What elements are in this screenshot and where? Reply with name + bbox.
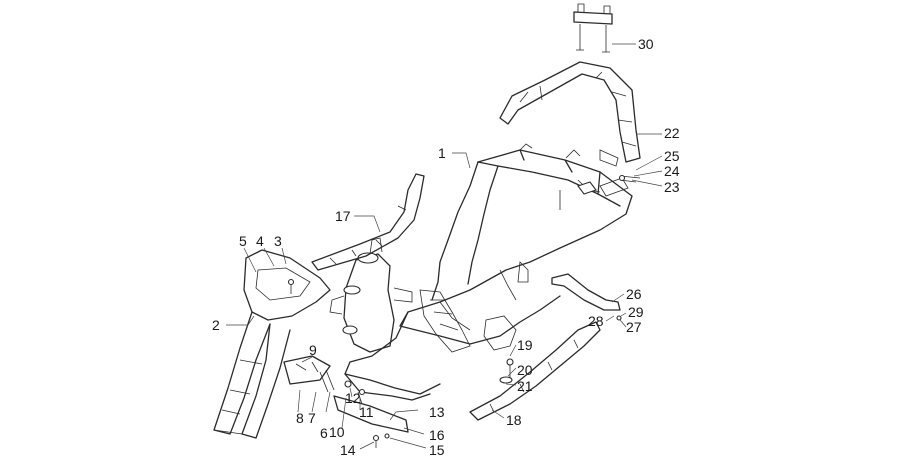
callout-30: 30 xyxy=(638,36,654,52)
callout-11: 11 xyxy=(359,404,374,420)
callout-17: 17 xyxy=(335,208,351,224)
callout-28: 28 xyxy=(588,313,604,329)
callout-23: 23 xyxy=(664,179,680,195)
callout-25: 25 xyxy=(664,148,680,164)
callout-29: 29 xyxy=(628,304,644,320)
parts-2-5-front-frame xyxy=(213,249,331,439)
callout-9: 9 xyxy=(309,342,317,358)
parts-6-12-small-parts xyxy=(319,369,366,405)
callout-18: 18 xyxy=(506,412,522,428)
part-17-side-bracket xyxy=(311,173,425,271)
part-1-main-frame xyxy=(344,143,633,401)
parts-13-16-center-bracket xyxy=(333,395,409,448)
callout-2: 2 xyxy=(212,317,220,333)
parts-19-21-fasteners xyxy=(499,358,514,384)
callout-16: 16 xyxy=(429,427,445,443)
callout-26: 26 xyxy=(626,286,642,302)
callout-15: 15 xyxy=(429,442,445,458)
callout-7: 7 xyxy=(308,410,316,426)
callout-3: 3 xyxy=(274,233,282,249)
callout-6: 6 xyxy=(320,425,328,441)
leader-lines xyxy=(226,43,663,450)
callout-13: 13 xyxy=(429,404,445,420)
callout-19: 19 xyxy=(517,337,533,353)
callout-22: 22 xyxy=(664,125,680,141)
part-22-rear-rail xyxy=(499,61,641,167)
callout-4: 4 xyxy=(256,233,264,249)
callout-5: 5 xyxy=(239,233,247,249)
part-30-bracket xyxy=(573,3,613,53)
callout-24: 24 xyxy=(664,163,680,179)
callout-21: 21 xyxy=(517,378,533,394)
callout-14: 14 xyxy=(340,442,356,458)
callout-1: 1 xyxy=(438,145,446,161)
part-18-floor-plate xyxy=(469,321,601,421)
callout-10: 10 xyxy=(329,424,345,440)
callout-12: 12 xyxy=(345,390,361,406)
part-9-stand-plate xyxy=(283,355,331,385)
callout-8: 8 xyxy=(296,410,304,426)
callout-27: 27 xyxy=(626,319,642,335)
parts-23-25-bolt xyxy=(618,174,641,183)
part-26-stand-arm xyxy=(551,273,622,321)
steering-head-tube xyxy=(329,237,413,353)
callout-20: 20 xyxy=(517,362,533,378)
